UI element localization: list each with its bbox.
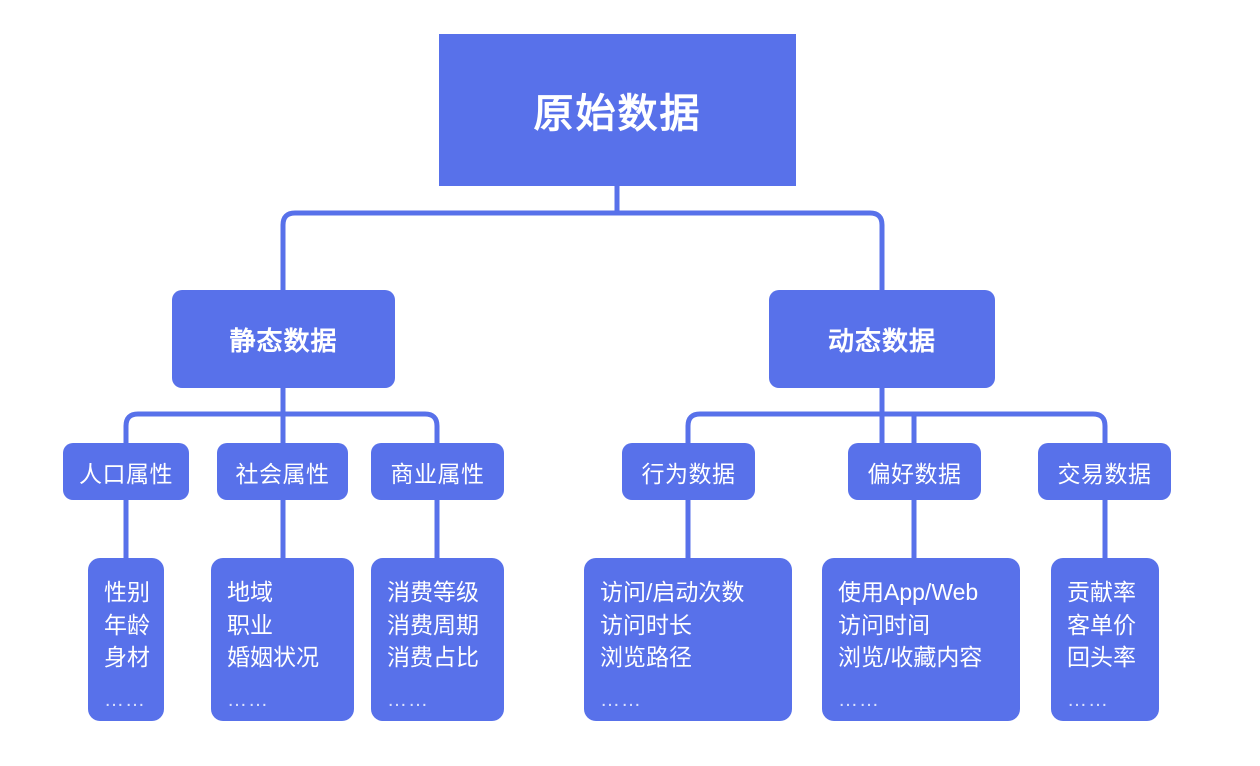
leaf-ellipsis: …… — [838, 688, 880, 711]
leaf-line: 访问时间 — [838, 611, 930, 638]
leaf-ellipsis: …… — [104, 688, 146, 711]
leaf-line: 身材 — [104, 644, 150, 671]
node-commercial-attributes[interactable]: 商业属性 — [371, 443, 504, 500]
node-root-label: 原始数据 — [533, 92, 702, 136]
node-commercial-attributes-label: 商业属性 — [390, 460, 485, 487]
node-transaction-data[interactable]: 交易数据 — [1038, 443, 1171, 500]
leaf-line: 浏览/收藏内容 — [838, 644, 983, 671]
leaf-line: 消费占比 — [387, 644, 479, 671]
leaf-behavior-data[interactable]: 访问/启动次数 访问时长 浏览路径 …… — [584, 558, 792, 721]
leaf-line: 消费周期 — [387, 611, 479, 638]
leaf-line: 年龄 — [104, 611, 150, 638]
node-preference-data[interactable]: 偏好数据 — [848, 443, 981, 500]
leaf-line: 使用App/Web — [838, 579, 979, 605]
leaf-line: 贡献率 — [1067, 579, 1136, 605]
node-behavior-data[interactable]: 行为数据 — [622, 443, 755, 500]
leaf-line: 婚姻状况 — [227, 644, 319, 671]
leaf-commercial-attributes[interactable]: 消费等级 消费周期 消费占比 …… — [371, 558, 504, 721]
leaf-line: 消费等级 — [387, 579, 479, 605]
node-static-data[interactable]: 静态数据 — [172, 290, 395, 388]
leaf-ellipsis: …… — [387, 688, 429, 711]
node-social-attributes[interactable]: 社会属性 — [217, 443, 348, 500]
connector-dynamic-bus — [685, 411, 1108, 443]
leaf-line: 访问时长 — [600, 611, 692, 638]
leaf-social-attributes[interactable]: 地域 职业 婚姻状况 …… — [211, 558, 354, 721]
node-transaction-data-label: 交易数据 — [1057, 460, 1152, 487]
connector-root-to-dynamic — [617, 210, 885, 290]
node-demographic-attributes[interactable]: 人口属性 — [63, 443, 189, 500]
leaf-line: 职业 — [227, 611, 273, 638]
node-preference-data-label: 偏好数据 — [867, 460, 962, 487]
leaf-line: 地域 — [227, 579, 273, 605]
node-dynamic-data-label: 动态数据 — [827, 325, 936, 356]
node-static-data-label: 静态数据 — [229, 325, 338, 356]
leaf-line: 客单价 — [1067, 611, 1136, 638]
leaf-ellipsis: …… — [227, 688, 269, 711]
connector-root-to-static — [280, 210, 617, 290]
node-behavior-data-label: 行为数据 — [641, 460, 736, 487]
leaf-preference-data[interactable]: 使用App/Web 访问时间 浏览/收藏内容 …… — [822, 558, 1020, 721]
leaf-ellipsis: …… — [600, 688, 642, 711]
leaf-line: 性别 — [104, 579, 150, 605]
leaf-line: 访问/启动次数 — [600, 579, 745, 605]
leaf-line: 回头率 — [1067, 644, 1136, 671]
leaf-transaction-data[interactable]: 贡献率 客单价 回头率 …… — [1051, 558, 1159, 721]
node-root[interactable]: 原始数据 — [439, 34, 796, 186]
node-dynamic-data[interactable]: 动态数据 — [769, 290, 995, 388]
node-social-attributes-label: 社会属性 — [235, 460, 330, 487]
leaf-line: 浏览路径 — [600, 644, 692, 671]
connector-static-bus — [123, 411, 440, 443]
node-demographic-attributes-label: 人口属性 — [79, 460, 173, 487]
leaf-demographic-attributes[interactable]: 性别 年龄 身材 …… — [88, 558, 164, 721]
leaf-ellipsis: …… — [1067, 688, 1109, 711]
